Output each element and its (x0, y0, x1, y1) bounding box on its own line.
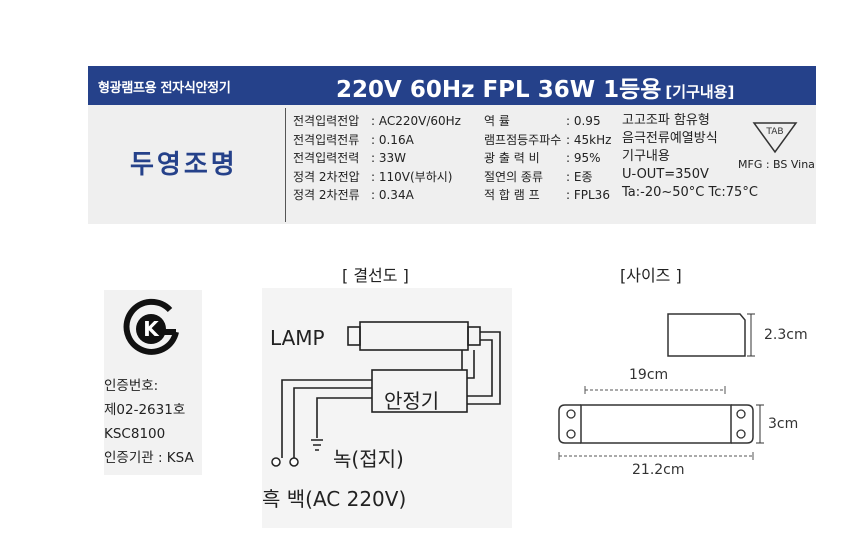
cert-line: 제02-2631호 (104, 402, 186, 418)
cert-line: KSC8100 (104, 426, 166, 442)
product-type: 형광램프용 전자식안정기 (98, 81, 231, 96)
spec-value: : 45kHz (566, 132, 612, 147)
spec-line: 기구내용 (622, 149, 670, 164)
cert-line: 인증기관 : KSA (104, 450, 194, 466)
spec-row: 정격 2차전압 : 110V(부하시) (293, 168, 461, 187)
spec-key: 전격입력전력 (293, 151, 360, 165)
ks-mark-letter: K (143, 317, 160, 341)
ballast-top-view (558, 404, 754, 444)
spec-value: : AC220V/60Hz (371, 114, 461, 128)
cert-line: 인증번호: (104, 378, 159, 394)
height-dimension: 2.3cm (764, 327, 808, 343)
specs-column-3: 고고조파 함유형 음극전류예열방식 기구내용 U-OUT=350V Ta:-20… (622, 112, 758, 202)
ks-mark-icon: K (116, 296, 186, 366)
spec-row: 적 합 램 프 : FPL36 (484, 186, 611, 205)
ballast-label: 안정기 (384, 389, 440, 413)
wiring-title: [ 결선도 ] (342, 266, 409, 285)
spec-key: 절연의 종류 (484, 169, 544, 184)
spec-row: 전격입력전력 : 33W (293, 149, 461, 168)
brand-name: 두영조명 (130, 150, 238, 180)
total-length-dimension: 21.2cm (632, 462, 685, 478)
spec-row: 광 출 력 비 : 95% (484, 149, 611, 168)
manufacturer: MFG : BS Vina (738, 158, 815, 171)
spec-line: 음극전류예열방식 (622, 131, 718, 146)
size-diagram (558, 313, 764, 460)
certification-text: 인증번호: 제02-2631호 KSC8100 인증기관 : KSA (104, 374, 194, 470)
spec-value: : E종 (566, 169, 593, 184)
spec-key: 적 합 램 프 (484, 188, 540, 202)
spec-row: 절연의 종류 : E종 (484, 168, 611, 187)
spec-key: 정격 2차전압 (293, 169, 360, 184)
spec-value: : 0.95 (566, 114, 601, 128)
spec-note: [기구내용] (665, 83, 735, 101)
spec-value: : 0.34A (371, 188, 414, 202)
spec-text: 220V 60Hz FPL 36W 1등용 (336, 77, 662, 103)
ballast-side-view (667, 313, 746, 357)
ground-icon (311, 439, 323, 451)
spec-key: 램프점등주파수 (484, 132, 562, 147)
lamp-label: LAMP (270, 326, 325, 350)
spec-value: : 95% (566, 151, 601, 165)
wiring-diagram (271, 321, 501, 467)
spec-line: Ta:-20~50°C Tc:75°C (622, 185, 758, 200)
spec-row: 정격 2차전류 : 0.34A (293, 186, 461, 205)
width-dimension: 3cm (768, 416, 799, 432)
spec-value: : 110V(부하시) (371, 169, 453, 184)
terminal-black-icon (271, 457, 281, 467)
product-spec: 220V 60Hz FPL 36W 1등용[기구내용] (336, 70, 734, 104)
specs-column-1: 전격입력전압 : AC220V/60Hz 전격입력전류 : 0.16A 전격입력전력… (293, 112, 461, 205)
spec-value: : FPL36 (566, 188, 610, 202)
size-title: [사이즈 ] (620, 266, 682, 285)
spec-row: 전격입력전류 : 0.16A (293, 131, 461, 150)
spec-row: 램프점등주파수 : 45kHz (484, 131, 611, 150)
spec-value: : 0.16A (371, 132, 414, 147)
spec-key: 광 출 력 비 (484, 151, 540, 165)
power-label: 흑 백(AC 220V) (262, 487, 407, 511)
terminal-white-icon (289, 457, 299, 467)
divider (285, 108, 286, 222)
wiring-diagram-panel (262, 288, 512, 528)
specs-column-2: 역 률 : 0.95 램프점등주파수 : 45kHz 광 출 력 비 : 95% 절연… (484, 112, 611, 205)
spec-row: 전격입력전압 : AC220V/60Hz (293, 112, 461, 131)
tab-mark-text: TAB (765, 127, 783, 137)
spec-key: 정격 2차전류 (293, 188, 360, 202)
spec-line: 고고조파 함유형 (622, 113, 710, 128)
spec-key: 역 률 (484, 114, 510, 128)
label-header: 형광램프용 전자식안정기 220V 60Hz FPL 36W 1등용[기구내용] (88, 66, 816, 105)
body-length-dimension: 19cm (629, 367, 669, 383)
spec-key: 전격입력전압 (293, 114, 360, 128)
ground-label: 녹(접지) (333, 447, 404, 471)
spec-line: U-OUT=350V (622, 167, 709, 182)
spec-value: : 33W (371, 151, 406, 165)
tab-mark-icon: TAB (752, 120, 798, 158)
spec-key: 전격입력전류 (293, 132, 360, 147)
spec-row: 역 률 : 0.95 (484, 112, 611, 131)
